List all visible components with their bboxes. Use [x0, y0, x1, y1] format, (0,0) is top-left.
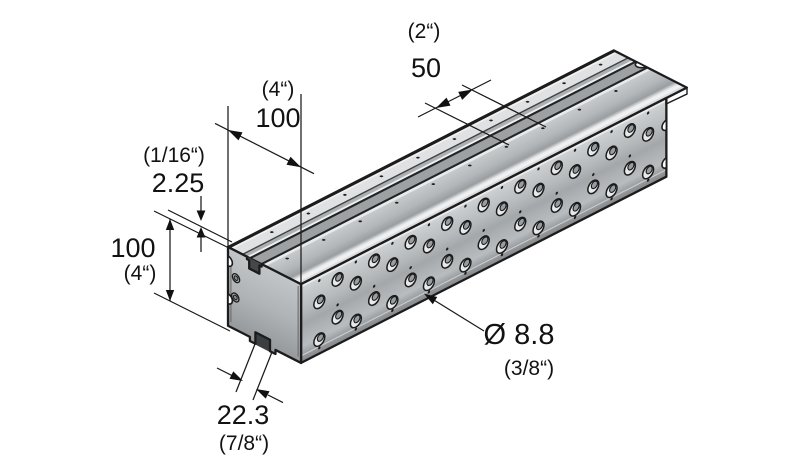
- top-slot-highlight-back: [248, 61, 634, 258]
- arrowhead: [229, 371, 243, 381]
- top-shoulder-highlight: [296, 85, 682, 282]
- girder: [228, 50, 687, 367]
- end-hole-core-1: [234, 275, 238, 281]
- near-cut-half-holes: [228, 256, 232, 306]
- dimension-tail: [268, 395, 283, 403]
- end-bottom-slot-cavity: [254, 330, 272, 353]
- arrowhead-down: [196, 210, 206, 221]
- arrowhead: [256, 389, 270, 399]
- girder-top-face: [228, 50, 687, 284]
- dim-width-mm: 100: [255, 103, 300, 133]
- dim-slot-mm: 22.3: [217, 400, 270, 430]
- extension-line: [425, 103, 509, 145]
- leader-line: [429, 297, 484, 331]
- dim-hole-mm: Ø 8.8: [484, 319, 555, 351]
- dim-top-width: (4“) 100: [215, 78, 314, 284]
- far-cut-slot-notch: [633, 62, 646, 69]
- end-face-profile: [228, 247, 301, 367]
- end-hole-ring-2: [232, 292, 239, 304]
- extension-line: [462, 85, 546, 127]
- top-slot-lip-back: [250, 62, 636, 259]
- extension-line: [154, 293, 230, 331]
- far-cut-half-holes: [662, 120, 666, 170]
- end-inner-wall-lines: [231, 252, 298, 357]
- dim-hole-diameter: Ø 8.8 (3/8“): [424, 293, 555, 380]
- side-bottom-highlight: [301, 170, 666, 356]
- dim-height: 100 (4“): [110, 211, 230, 331]
- dim-slot-inch: (7/8“): [219, 432, 269, 455]
- annotations: (2“) 50 (4“) 100 (1/16“) 2.25: [110, 20, 554, 455]
- girder-end-face: [228, 247, 301, 368]
- rail-step-shadow: [243, 58, 633, 257]
- top-slot-highlight-front: [264, 69, 650, 266]
- arrowhead: [436, 97, 451, 108]
- extension-line: [253, 352, 272, 400]
- leader-line: [168, 210, 232, 242]
- dim-height-inch: (4“): [124, 262, 157, 285]
- dim-thickness-inch: (1/16“): [143, 144, 205, 167]
- side-top-highlight: [301, 100, 666, 286]
- far-cut-step: [666, 88, 687, 104]
- dim-spacing-mm: 50: [411, 53, 441, 83]
- side-face-pilot-holes: [318, 111, 650, 350]
- end-hole-ring-1: [232, 272, 239, 284]
- rail-highlight: [231, 52, 617, 249]
- dim-spacing-inch: (2“): [408, 20, 441, 43]
- arrowhead: [228, 130, 243, 141]
- arrowhead: [424, 293, 438, 305]
- dim-hole-inch: (3/8“): [504, 357, 554, 380]
- arrowhead: [286, 156, 301, 168]
- top-slot-floor: [250, 61, 648, 265]
- extension-line: [236, 344, 255, 392]
- rail-step-edge: [243, 58, 629, 255]
- arrowhead: [165, 290, 175, 301]
- arrowhead: [165, 219, 175, 230]
- dim-height-mm: 100: [110, 233, 155, 263]
- dim-slot-opening: 22.3 (7/8“): [217, 344, 283, 455]
- side-face-hole-grid: [314, 112, 654, 348]
- top-slot-lip-front: [262, 68, 648, 265]
- top-face-pilot-holes: [270, 63, 618, 260]
- extension-line: [154, 211, 229, 248]
- dimension-line: [418, 80, 491, 117]
- dim-width-inch: (4“): [262, 78, 295, 101]
- end-hole-core-2: [233, 294, 237, 300]
- arrowhead: [458, 89, 473, 100]
- dim-thickness-mm: 2.25: [152, 168, 205, 198]
- dim-hole-spacing: (2“) 50: [408, 20, 546, 145]
- girder-side-face: [301, 98, 666, 363]
- dim-wall-thickness: (1/16“) 2.25: [143, 144, 232, 252]
